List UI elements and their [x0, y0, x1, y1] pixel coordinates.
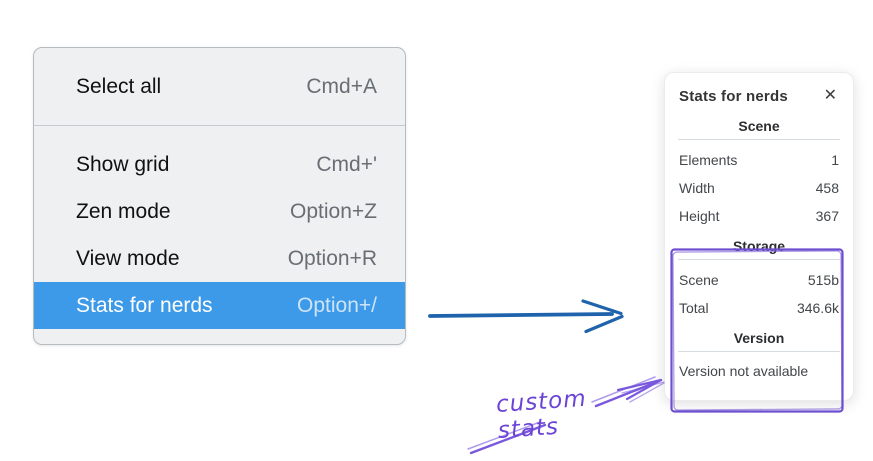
section-heading-storage: Storage — [732, 238, 786, 254]
stat-value: 1 — [831, 152, 839, 168]
menu-item-shortcut: Cmd+A — [306, 74, 377, 98]
context-menu: Select all Cmd+A Show grid Cmd+' Zen mod… — [33, 47, 406, 345]
menu-item-zen-mode[interactable]: Zen mode Option+Z — [34, 188, 405, 235]
stat-row-scene-size: Scene 515b — [677, 266, 841, 294]
stat-row-elements: Elements 1 — [677, 146, 841, 174]
menu-item-shortcut: Option+/ — [297, 293, 377, 317]
menu-item-shortcut: Cmd+' — [316, 152, 377, 176]
section-heading-version: Version — [733, 330, 785, 346]
stat-label: Scene — [679, 272, 719, 288]
menu-item-view-mode[interactable]: View mode Option+R — [34, 235, 405, 282]
close-icon[interactable]: ✕ — [823, 87, 837, 104]
stats-panel: Stats for nerds ✕ Scene Elements 1 Width… — [664, 72, 854, 401]
menu-item-label: Zen mode — [76, 199, 171, 223]
stat-label: Elements — [679, 152, 738, 168]
stat-label: Height — [679, 208, 720, 224]
stat-row-total-size: Total 346.6k — [677, 294, 841, 322]
blue-arrow — [428, 299, 624, 334]
divider — [678, 259, 840, 260]
stat-label: Total — [679, 300, 709, 316]
menu-item-label: View mode — [76, 246, 180, 270]
stat-label: Width — [679, 180, 715, 196]
section-heading-scene: Scene — [738, 118, 780, 134]
divider — [678, 351, 840, 352]
stat-value: 515b — [807, 272, 839, 288]
menu-item-shortcut: Option+Z — [290, 199, 377, 223]
menu-item-label: Show grid — [76, 152, 170, 176]
annotation-custom-stats-label: custom stats — [495, 385, 588, 444]
stat-row-width: Width 458 — [677, 174, 841, 202]
menu-item-select-all[interactable]: Select all Cmd+A — [34, 63, 405, 110]
divider — [678, 139, 840, 140]
stat-row-height: Height 367 — [677, 202, 841, 230]
menu-item-label: Select all — [76, 74, 162, 98]
stat-value: 458 — [815, 180, 839, 196]
stat-value: 346.6k — [796, 300, 839, 316]
stats-panel-title: Stats for nerds — [679, 87, 788, 105]
stat-value: 367 — [815, 208, 839, 224]
stats-panel-header: Stats for nerds ✕ — [679, 87, 839, 105]
menu-item-shortcut: Option+R — [287, 246, 377, 270]
menu-item-label: Stats for nerds — [76, 293, 213, 317]
version-note: Version not available — [679, 363, 809, 379]
menu-divider — [34, 125, 405, 126]
menu-item-show-grid[interactable]: Show grid Cmd+' — [34, 141, 405, 188]
menu-item-stats-for-nerds[interactable]: Stats for nerds Option+/ — [34, 282, 405, 329]
